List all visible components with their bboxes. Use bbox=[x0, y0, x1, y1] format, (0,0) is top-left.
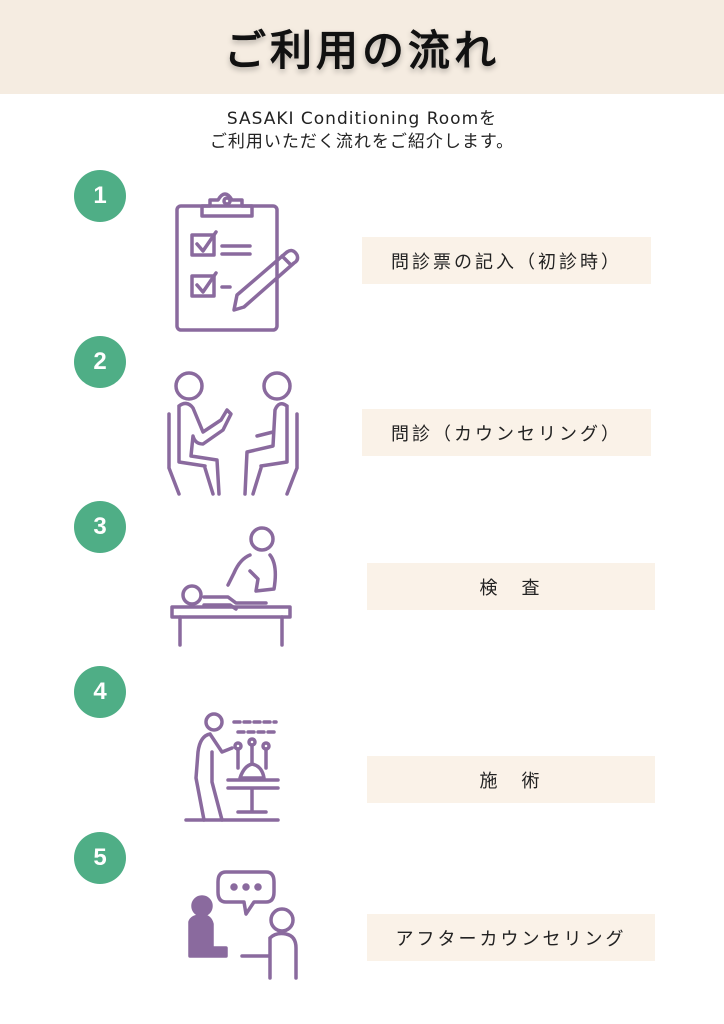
step-label-3: 検 査 bbox=[367, 563, 655, 610]
page-title: ご利用の流れ bbox=[223, 25, 500, 75]
step-label-5: アフターカウンセリング bbox=[367, 914, 655, 961]
step-label-4: 施 術 bbox=[367, 756, 655, 803]
intro-line-1: SASAKI Conditioning Roomを bbox=[226, 109, 498, 129]
step-label-1: 問診票の記入（初診時） bbox=[362, 237, 651, 284]
treatment-icon bbox=[182, 712, 282, 824]
intro-text: SASAKI Conditioning Roomを ご利用いただく流れをご紹介し… bbox=[0, 108, 724, 154]
step-number-4: 4 bbox=[74, 666, 126, 718]
step-number-5: 5 bbox=[74, 832, 126, 884]
page-header: ご利用の流れ bbox=[0, 0, 724, 94]
step-number-1: 1 bbox=[74, 170, 126, 222]
after-counseling-icon bbox=[186, 868, 300, 980]
step-number-3: 3 bbox=[74, 501, 126, 553]
intro-line-2: ご利用いただく流れをご紹介します。 bbox=[209, 132, 515, 152]
step-number-2: 2 bbox=[74, 336, 126, 388]
examination-icon bbox=[170, 525, 294, 647]
consultation-icon bbox=[165, 370, 299, 496]
clipboard-checklist-icon bbox=[170, 190, 300, 332]
step-label-2: 問診（カウンセリング） bbox=[362, 409, 651, 456]
